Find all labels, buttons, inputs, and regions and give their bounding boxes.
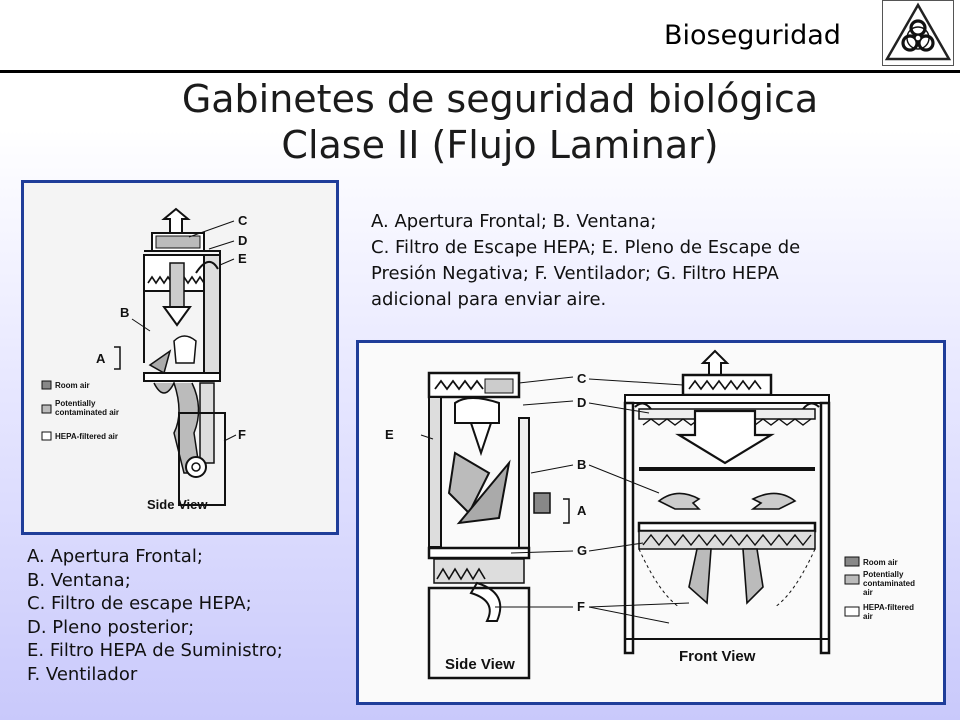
caption-left-line: E. Filtro HEPA de Suministro; [27,640,283,661]
side-front-view-diagram: C D E B A G F [359,343,943,702]
callout-b: B [577,457,586,472]
legend-air-2: air [863,612,873,621]
legend-swatch-hepa [41,431,52,441]
caption-left-line: B. Ventana; [27,569,131,591]
callout-c: C [577,371,587,386]
caption-right-line: A. Apertura Frontal; B. Ventana; [371,211,657,232]
legend-hepa: HEPA-filtered air [55,432,118,441]
side-view-figure: C D E B A F Room air Potentially contami… [21,180,339,535]
title-line-1: Gabinetes de seguridad biológica [181,77,819,121]
callout-c: C [238,213,248,228]
caption-left-line: C. Filtro de escape HEPA; [27,593,252,614]
callout-e: E [385,427,394,442]
caption-right-line: C. Filtro de Escape HEPA; E. Pleno de Es… [371,237,801,258]
legend-swatch-room-air [844,556,860,567]
callout-b: B [120,305,129,320]
downflow-arrow [162,306,192,327]
page-title: Gabinetes de seguridad biológica Clase I… [0,76,960,168]
legend-room-air: Room air [863,558,898,567]
caption-right-line: Presión Negativa; F. Ventilador; G. Filt… [371,263,779,284]
side-view-cabinet [427,371,551,680]
caption-left-line: A. Apertura Frontal; [27,546,203,567]
legend-air: air [863,588,873,597]
caption-left: A. Apertura Frontal; B. Ventana; C. Filt… [27,545,357,686]
side-front-view-figure: C D E B A G F [356,340,946,705]
legend-contaminated: contaminated air [55,408,119,417]
section-label: Bioseguridad [664,20,841,51]
header-rule [0,70,960,73]
title-line-2: Clase II (Flujo Laminar) [281,123,719,167]
legend-potentially: Potentially [55,399,96,408]
callout-d: D [238,233,247,248]
callout-a: A [96,351,106,366]
caption-left-line: D. Pleno posterior; [27,616,195,638]
side-view-label: Side View [445,656,515,673]
legend-hepa-filtered: HEPA-filtered [863,603,914,612]
side-view-diagram: C D E B A F Room air Potentially contami… [24,183,336,532]
legend-swatch-hepa [844,606,860,617]
caption-right-line: adicional para enviar aire. [371,289,607,310]
biohazard-icon [882,0,954,66]
front-view-cabinet [623,349,831,655]
callout-g: G [577,543,587,558]
legend-swatch-contaminated [41,404,52,414]
callout-f: F [577,599,585,614]
legend-contaminated: contaminated [863,579,915,588]
caption-left-line: F. Ventilador [27,663,138,685]
legend-potentially: Potentially [863,570,904,579]
legend-swatch-room-air [41,380,52,390]
front-downflow-arrow [675,409,775,465]
callout-d: D [577,395,586,410]
side-view-label: Side View [147,497,208,512]
callout-a: A [577,503,587,518]
legend-room-air: Room air [55,381,90,390]
caption-right: A. Apertura Frontal; B. Ventana; C. Filt… [371,209,931,313]
front-view-label: Front View [679,648,756,665]
legend-swatch-contaminated [844,574,860,585]
callout-f: F [238,427,246,442]
callout-e: E [238,251,247,266]
